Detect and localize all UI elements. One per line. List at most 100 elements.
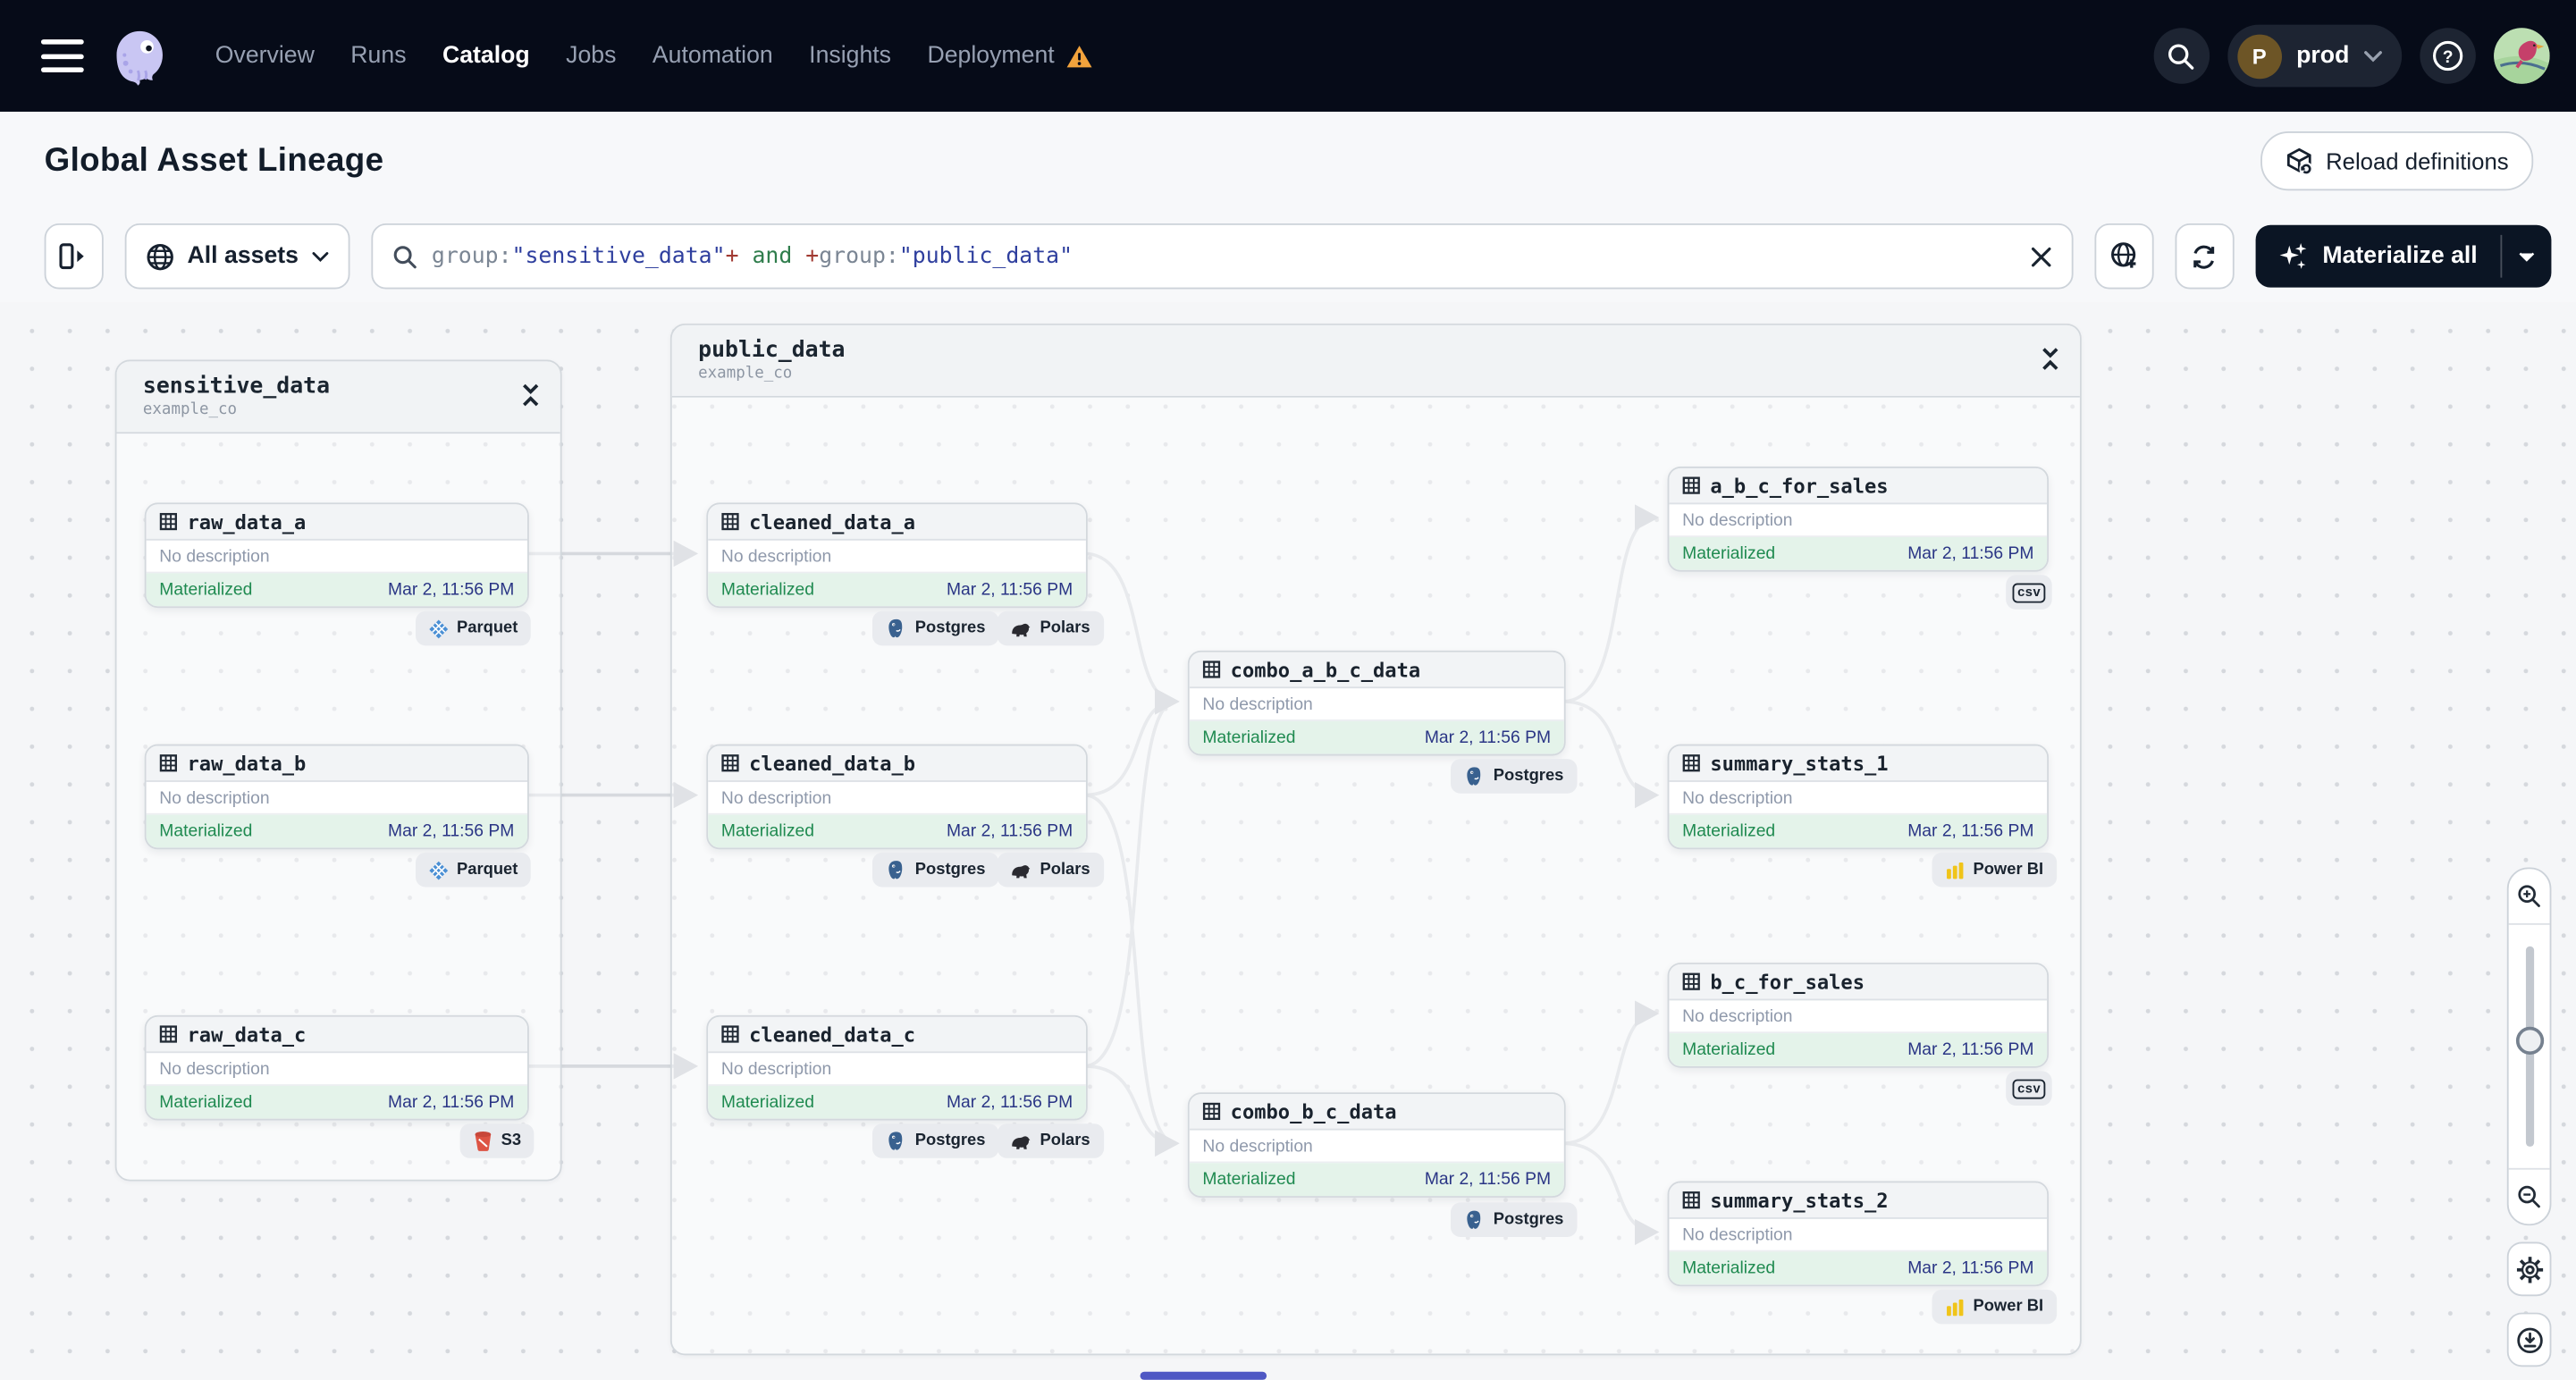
zoom-controls	[2506, 867, 2552, 1226]
materialize-options-button[interactable]	[2502, 225, 2551, 288]
nav-item-deployment[interactable]: Deployment	[927, 42, 1092, 70]
collapse-group-icon[interactable]	[521, 383, 541, 408]
asset-node-summary_stats_2[interactable]: summary_stats_2 No description Materiali…	[1667, 1181, 2049, 1287]
polars-icon	[1012, 864, 1031, 878]
status-badge: Materialized	[159, 579, 253, 600]
user-avatar[interactable]	[2494, 28, 2550, 84]
materialize-timestamp[interactable]: Mar 2, 11:56 PM	[1907, 1039, 2034, 1060]
table-icon	[1682, 754, 1700, 772]
download-image-button[interactable]	[2506, 1312, 2552, 1367]
lineage-graph-canvas[interactable]: sensitive_data example_co public_data ex…	[0, 302, 2576, 1380]
postgres-icon	[888, 1132, 903, 1150]
asset-node-cleaned_data_b[interactable]: cleaned_data_b No description Materializ…	[706, 744, 1088, 850]
chevron-down-icon	[2519, 251, 2535, 261]
status-badge: Materialized	[1202, 728, 1296, 748]
refresh-button[interactable]	[2174, 223, 2235, 290]
zoom-out-button[interactable]	[2509, 1170, 2550, 1224]
materialize-timestamp[interactable]: Mar 2, 11:56 PM	[946, 821, 1073, 842]
asset-filter-dropdown[interactable]: All assets	[124, 223, 349, 290]
asset-description: No description	[1669, 504, 2048, 538]
table-icon	[721, 754, 739, 772]
materialize-timestamp[interactable]: Mar 2, 11:56 PM	[946, 579, 1073, 600]
asset-name: raw_data_c	[187, 1022, 307, 1046]
asset-search-input[interactable]: group:"sensitive_data"+ and +group:"publ…	[370, 223, 2074, 290]
reload-definitions-button[interactable]: Reload definitions	[2260, 131, 2534, 191]
kind-badge-csv: csv	[2006, 575, 2053, 610]
asset-node-combo_a_b_c_data[interactable]: combo_a_b_c_data No description Material…	[1187, 650, 1566, 756]
lineage-toolbar: All assets group:"sensitive_data"+ and +…	[0, 210, 2576, 303]
polars-icon	[1012, 1135, 1031, 1149]
materialize-timestamp[interactable]: Mar 2, 11:56 PM	[388, 1092, 515, 1113]
kind-badge-parquet: Parquet	[416, 610, 532, 646]
asset-description: No description	[1669, 782, 2048, 815]
zoom-slider[interactable]	[2508, 922, 2550, 1170]
globe-icon	[147, 243, 173, 270]
zoom-slider-thumb[interactable]	[2514, 1026, 2544, 1056]
collapse-group-icon[interactable]	[2041, 347, 2060, 372]
zoom-in-button[interactable]	[2509, 869, 2550, 923]
nav-item-catalog[interactable]: Catalog	[442, 42, 530, 70]
view-all-assets-button[interactable]	[2093, 223, 2154, 290]
asset-name: cleaned_data_c	[749, 1022, 916, 1046]
polars-icon	[1012, 622, 1031, 636]
materialize-timestamp[interactable]: Mar 2, 11:56 PM	[1907, 543, 2034, 564]
divider	[2500, 234, 2503, 278]
reload-definitions-label: Reload definitions	[2326, 147, 2509, 174]
group-title: sensitive_data	[142, 373, 331, 400]
graph-settings-button[interactable]	[2506, 1241, 2552, 1297]
page-title: Global Asset Lineage	[44, 141, 384, 179]
search-query-text: group:"sensitive_data"+ and +group:"publ…	[431, 243, 1073, 270]
nav-item-jobs[interactable]: Jobs	[566, 42, 617, 70]
globe-plus-icon	[2110, 242, 2135, 268]
materialize-timestamp[interactable]: Mar 2, 11:56 PM	[1907, 1258, 2034, 1278]
search-icon	[2168, 43, 2194, 69]
nav-item-automation[interactable]: Automation	[652, 42, 773, 70]
zoom-in-icon	[2518, 885, 2540, 907]
asset-description: No description	[708, 782, 1086, 815]
zoom-out-icon	[2518, 1185, 2540, 1208]
materialize-timestamp[interactable]: Mar 2, 11:56 PM	[388, 821, 515, 842]
horizontal-scrollbar-thumb[interactable]	[1140, 1371, 1267, 1380]
postgres-icon	[888, 618, 903, 638]
deployment-switcher[interactable]: P prod	[2227, 24, 2403, 88]
materialize-all-button[interactable]: Materialize all	[2255, 225, 2500, 288]
kind-badge-postgres: Postgres	[871, 852, 999, 888]
materialize-timestamp[interactable]: Mar 2, 11:56 PM	[1424, 728, 1552, 748]
group-subtitle: example_co	[142, 400, 238, 419]
search-icon	[393, 245, 417, 268]
deployment-name: prod	[2296, 42, 2350, 70]
asset-node-b_c_for_sales[interactable]: b_c_for_sales No description Materialize…	[1667, 963, 2049, 1068]
materialize-timestamp[interactable]: Mar 2, 11:56 PM	[946, 1092, 1073, 1113]
asset-node-summary_stats_1[interactable]: summary_stats_1 No description Materiali…	[1667, 744, 2049, 850]
kind-badge-postgres: Postgres	[871, 610, 999, 646]
help-button[interactable]: ?	[2420, 28, 2476, 84]
asset-node-combo_b_c_data[interactable]: combo_b_c_data No description Materializ…	[1187, 1092, 1566, 1198]
materialize-timestamp[interactable]: Mar 2, 11:56 PM	[1907, 821, 2034, 842]
group-header[interactable]: sensitive_data example_co	[116, 361, 560, 434]
toggle-sidebar-button[interactable]	[44, 223, 104, 290]
table-icon	[1682, 476, 1700, 494]
asset-node-a_b_c_for_sales[interactable]: a_b_c_for_sales No description Materiali…	[1667, 466, 2049, 572]
materialize-timestamp[interactable]: Mar 2, 11:56 PM	[388, 579, 515, 600]
dagster-logo-icon[interactable]	[110, 26, 169, 86]
materialize-timestamp[interactable]: Mar 2, 11:56 PM	[1424, 1169, 1552, 1190]
download-icon	[2516, 1326, 2542, 1353]
kind-badge-polars: Polars	[997, 1123, 1104, 1158]
nav-item-deployment-label: Deployment	[927, 42, 1055, 70]
group-title: public_data	[698, 336, 846, 364]
nav-item-insights[interactable]: Insights	[809, 42, 892, 70]
search-button[interactable]	[2153, 28, 2210, 84]
group-header[interactable]: public_data example_co	[671, 324, 2080, 398]
table-icon	[1682, 972, 1700, 990]
menu-icon[interactable]	[40, 39, 84, 72]
asset-node-cleaned_data_a[interactable]: cleaned_data_a No description Materializ…	[706, 502, 1088, 609]
nav-item-runs[interactable]: Runs	[350, 42, 407, 70]
clear-search-button[interactable]	[2030, 246, 2051, 267]
kind-badge-csv: csv	[2006, 1071, 2053, 1106]
asset-node-cleaned_data_c[interactable]: cleaned_data_c No description Materializ…	[706, 1014, 1088, 1121]
nav-item-overview[interactable]: Overview	[215, 42, 315, 70]
chevron-down-icon	[311, 251, 328, 262]
